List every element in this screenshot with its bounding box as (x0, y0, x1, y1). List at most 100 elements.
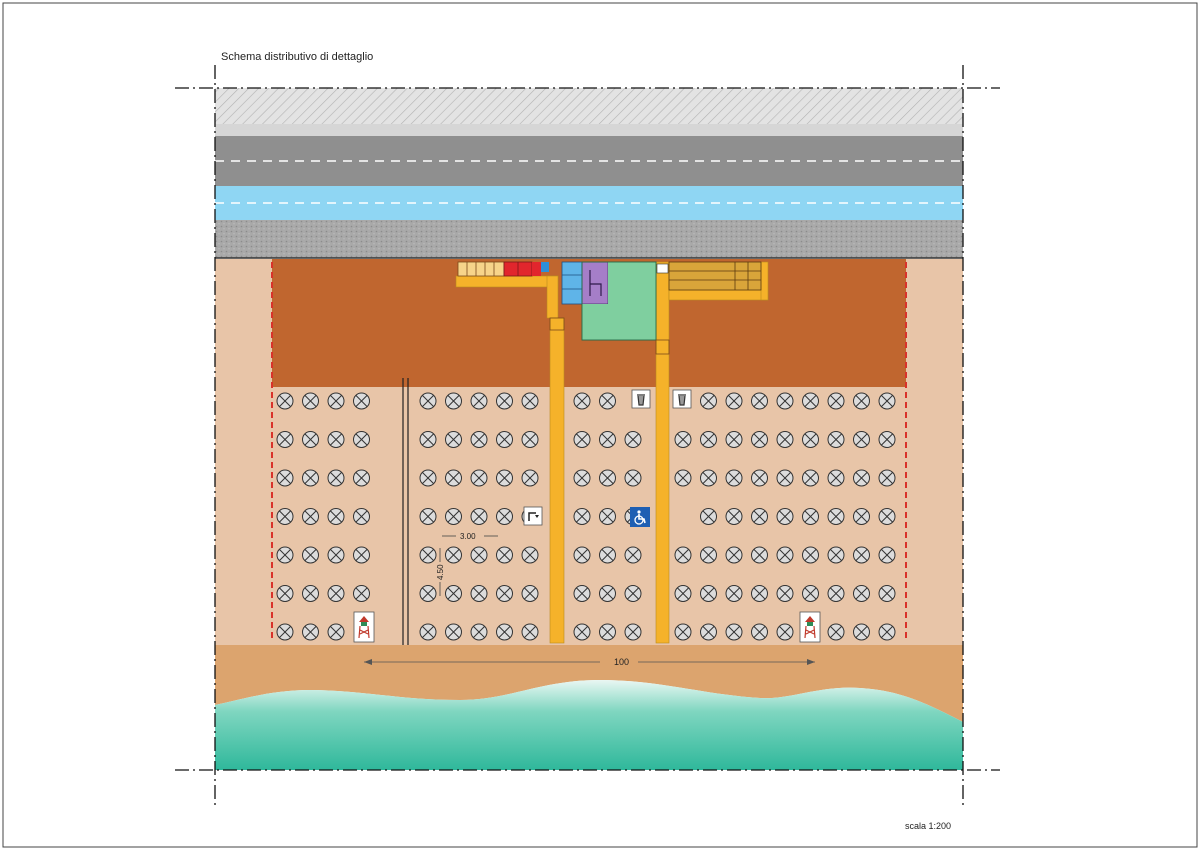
umbrella (878, 392, 896, 410)
umbrella (445, 431, 462, 448)
umbrella-grid (276, 392, 896, 641)
umbrella (776, 546, 794, 564)
scale-label: scala 1:200 (905, 821, 951, 831)
umbrella (751, 623, 768, 641)
umbrella (276, 431, 294, 448)
umbrella (470, 508, 488, 525)
umbrella (276, 623, 294, 641)
umbrella (725, 392, 743, 410)
umbrella (599, 623, 616, 641)
umbrella (302, 469, 319, 487)
umbrella (624, 469, 642, 487)
umbrella (802, 392, 819, 410)
umbrella (276, 392, 294, 410)
umbrella (573, 508, 591, 525)
umbrella (853, 585, 870, 602)
umbrella (496, 469, 513, 487)
umbrella (725, 585, 743, 602)
umbrella (521, 623, 539, 641)
umbrella (419, 508, 437, 525)
umbrella (470, 469, 488, 487)
umbrella (445, 469, 462, 487)
umbrella (327, 508, 345, 525)
umbrella (470, 585, 488, 602)
umbrella (276, 469, 294, 487)
lifeguard-tower-icon (353, 611, 375, 643)
umbrella (700, 469, 717, 487)
umbrella (419, 431, 437, 448)
umbrella (853, 392, 870, 410)
curb-strip (215, 124, 963, 136)
umbrella (802, 546, 819, 564)
umbrella (521, 546, 539, 564)
street-section (215, 88, 963, 259)
umbrella (573, 392, 591, 410)
trash-bin-icon (672, 389, 692, 409)
umbrella (573, 431, 591, 448)
dimension-label-x: 3.00 (460, 532, 476, 541)
umbrella (521, 392, 539, 410)
umbrella (496, 585, 513, 602)
wheelchair-icon (630, 507, 650, 527)
dimension-total-length: 100 (364, 657, 815, 667)
umbrella (624, 585, 642, 602)
umbrella (624, 623, 642, 641)
umbrella (353, 392, 370, 410)
trash-bin-icon (631, 389, 651, 409)
umbrella (302, 508, 319, 525)
dimension-spacing-y: 4.50 (436, 548, 445, 596)
umbrella (353, 508, 370, 525)
umbrella (327, 623, 345, 641)
umbrella (776, 431, 794, 448)
umbrella (573, 623, 591, 641)
drawing-title: Schema distributivo di dettaglio (221, 51, 373, 63)
umbrella (327, 392, 345, 410)
umbrella (302, 546, 319, 564)
umbrella (725, 623, 743, 641)
umbrella (419, 623, 437, 641)
umbrella (445, 546, 462, 564)
dimension-label-y: 4.50 (436, 564, 445, 580)
umbrella (674, 469, 692, 487)
umbrella (700, 585, 717, 602)
umbrella (674, 623, 692, 641)
umbrella (802, 431, 819, 448)
lifeguard-tower-icon (799, 611, 821, 643)
umbrella (599, 546, 616, 564)
umbrella (276, 508, 294, 525)
umbrella (419, 469, 437, 487)
umbrella (599, 469, 616, 487)
umbrella (496, 623, 513, 641)
umbrella (470, 392, 488, 410)
umbrella (776, 508, 794, 525)
umbrella (776, 623, 794, 641)
umbrella (725, 469, 743, 487)
promenade-pavement (215, 220, 963, 258)
umbrella (827, 508, 845, 525)
umbrella (776, 392, 794, 410)
umbrella (496, 546, 513, 564)
umbrella (853, 431, 870, 448)
umbrella (827, 585, 845, 602)
umbrella (353, 431, 370, 448)
umbrella (827, 546, 845, 564)
shower-icon (523, 506, 543, 526)
umbrella (624, 431, 642, 448)
storage-units (668, 261, 762, 291)
umbrella (700, 431, 717, 448)
dimension-label-total: 100 (614, 657, 629, 667)
wet-sand-strip (215, 645, 963, 722)
umbrella (496, 508, 513, 525)
umbrella (700, 546, 717, 564)
changing-cabins (457, 261, 549, 277)
umbrella (599, 392, 616, 410)
umbrella (573, 546, 591, 564)
umbrella (445, 585, 462, 602)
dimension-spacing-x: 3.00 (442, 532, 498, 541)
umbrella (624, 546, 642, 564)
umbrella (419, 392, 437, 410)
umbrella (878, 623, 896, 641)
umbrella (521, 431, 539, 448)
umbrella (853, 508, 870, 525)
